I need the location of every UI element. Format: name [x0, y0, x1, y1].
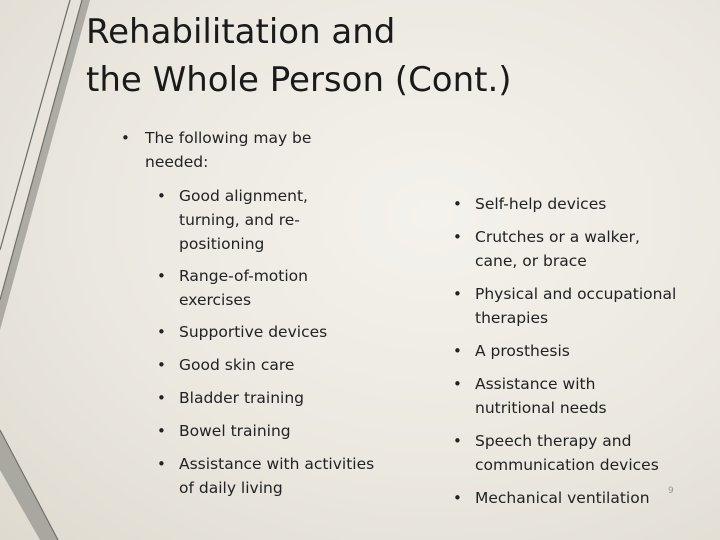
- right-bullet-5-text: Assistance with nutritional needs: [475, 375, 607, 417]
- bullet-icon: •: [157, 323, 166, 341]
- left-bullet-5: • Bladder training: [157, 386, 379, 410]
- bullet-icon: •: [453, 489, 462, 507]
- bullet-icon: •: [157, 455, 166, 473]
- bullet-icon: •: [121, 129, 130, 147]
- right-bullet-6: • Speech therapy and communication devic…: [453, 429, 685, 477]
- left-bullet-3: • Supportive devices: [157, 320, 379, 344]
- right-bullet-1: • Self-help devices: [453, 192, 690, 216]
- bullet-icon: •: [453, 432, 462, 450]
- intro-bullet-text: The following may be needed:: [145, 129, 312, 171]
- intro-bullet: • The following may be needed:: [121, 126, 335, 174]
- slide-number: 9: [668, 486, 674, 496]
- right-bullet-1-text: Self-help devices: [475, 195, 607, 213]
- left-bullet-7: • Assistance with activities of daily li…: [157, 452, 389, 500]
- left-bullet-6-text: Bowel training: [179, 422, 291, 440]
- right-bullet-3: • Physical and occupational therapies: [453, 282, 680, 330]
- bullet-icon: •: [157, 187, 166, 205]
- left-bullet-3-text: Supportive devices: [179, 323, 328, 341]
- right-bullet-2: • Crutches or a walker, cane, or brace: [453, 225, 665, 273]
- title-line-2: the Whole Person (Cont.): [86, 60, 512, 100]
- right-bullet-7: • Mechanical ventilation: [453, 486, 675, 510]
- title-line-1: Rehabilitation and: [86, 12, 396, 52]
- slide-title: Rehabilitation and the Whole Person (Con…: [86, 8, 686, 104]
- left-bullet-1-text: Good alignment, turning, and re-position…: [179, 187, 308, 253]
- bullet-icon: •: [453, 285, 462, 303]
- left-bullet-5-text: Bladder training: [179, 389, 304, 407]
- bullet-icon: •: [453, 375, 462, 393]
- left-bullet-2-text: Range-of-motion exercises: [179, 267, 308, 309]
- bullet-icon: •: [157, 389, 166, 407]
- bullet-icon: •: [453, 195, 462, 213]
- bullet-icon: •: [453, 342, 462, 360]
- right-bullet-7-text: Mechanical ventilation: [475, 489, 650, 507]
- left-bullet-4-text: Good skin care: [179, 356, 295, 374]
- right-bullet-4-text: A prosthesis: [475, 342, 570, 360]
- bullet-icon: •: [157, 267, 166, 285]
- left-bullet-2: • Range-of-motion exercises: [157, 264, 349, 312]
- right-bullet-3-text: Physical and occupational therapies: [475, 285, 677, 327]
- left-bullet-7-text: Assistance with activities of daily livi…: [179, 455, 375, 497]
- bullet-icon: •: [453, 228, 462, 246]
- bullet-icon: •: [157, 356, 166, 374]
- right-bullet-6-text: Speech therapy and communication devices: [475, 432, 659, 474]
- left-bullet-4: • Good skin care: [157, 353, 379, 377]
- right-bullet-4: • A prosthesis: [453, 339, 690, 363]
- right-bullet-2-text: Crutches or a walker, cane, or brace: [475, 228, 640, 270]
- left-bullet-6: • Bowel training: [157, 419, 379, 443]
- right-bullet-5: • Assistance with nutritional needs: [453, 372, 645, 420]
- left-bullet-1: • Good alignment, turning, and re-positi…: [157, 184, 349, 256]
- bullet-icon: •: [157, 422, 166, 440]
